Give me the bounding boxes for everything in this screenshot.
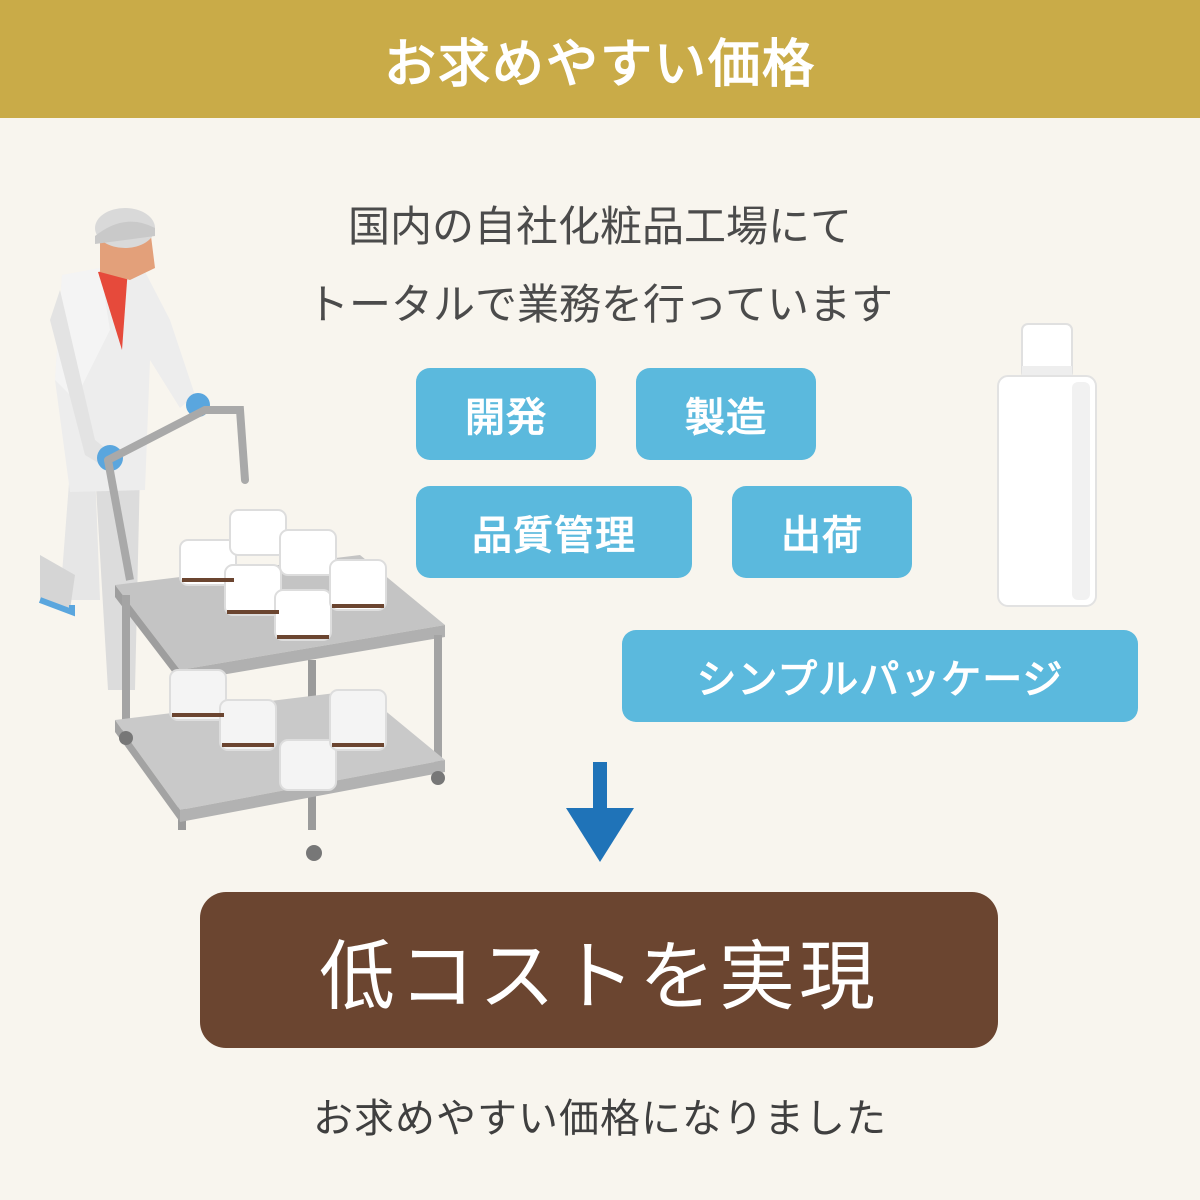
down-arrow-icon [566,762,634,862]
footer-text: お求めやすい価格になりました [313,1096,887,1142]
page-title: お求めやすい価格 [383,34,816,95]
tag-shipping: 出荷 [732,486,912,578]
result-label: 低コストを実現 [319,932,879,1021]
tag-manufacturing: 製造 [636,368,816,460]
header-banner: お求めやすい価格 [0,0,1200,118]
tag-simple-package: シンプルパッケージ [622,630,1138,722]
intro-text: 国内の自社化粧品工場にて トータルで業務を行っています [220,188,980,344]
result-banner: 低コストを実現 [200,892,998,1048]
tag-development: 開発 [416,368,596,460]
intro-line-1: 国内の自社化粧品工場にて [347,202,852,251]
tag-quality-control: 品質管理 [416,486,692,578]
intro-line-2: トータルで業務を行っています [307,280,893,329]
